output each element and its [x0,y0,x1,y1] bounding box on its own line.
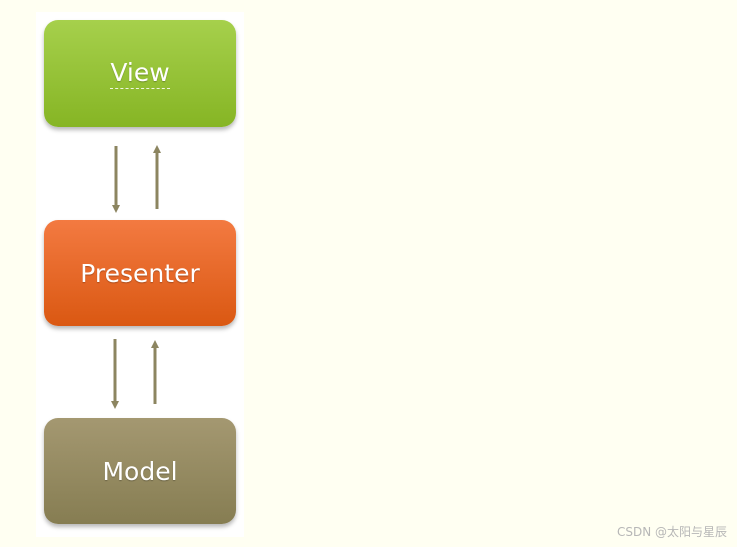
model-label: Model [102,456,178,486]
model-node: Model [44,418,236,524]
view-node: View [44,20,236,127]
presenter-node: Presenter [44,220,236,326]
watermark: CSDN @太阳与星辰 [616,525,727,539]
view-label: View [110,58,170,89]
presenter-label: Presenter [80,258,200,288]
